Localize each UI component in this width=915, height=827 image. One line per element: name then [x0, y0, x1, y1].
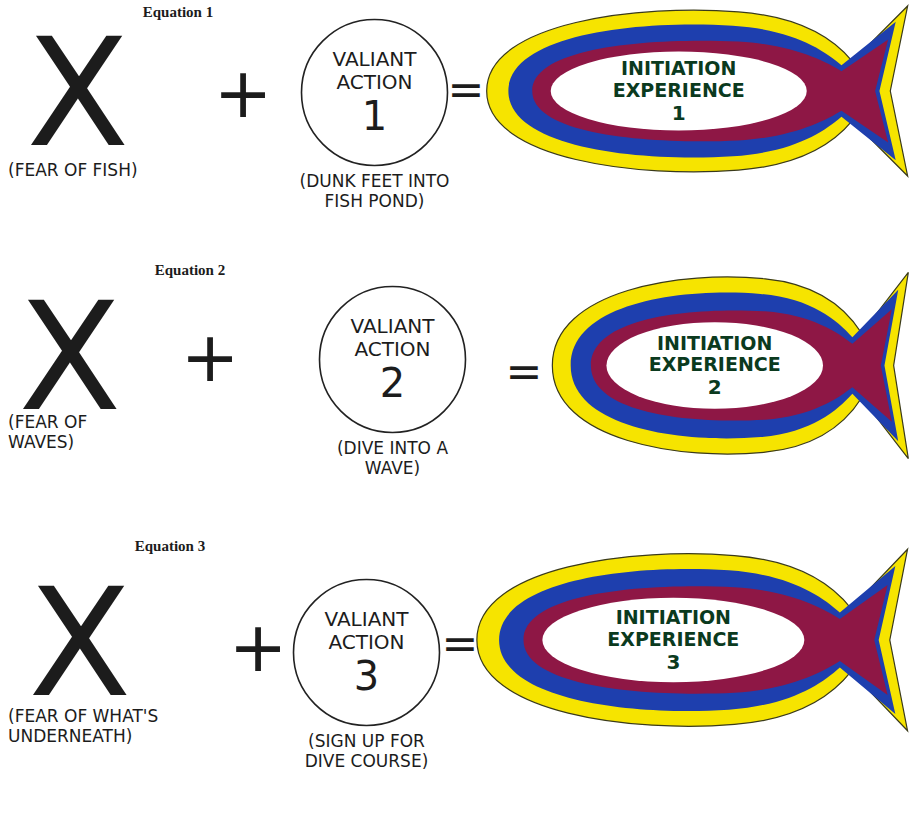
action-circle: VALIANT ACTION3(SIGN UP FOR DIVE COURSE) — [292, 578, 441, 727]
experience-heading: INITIATION EXPERIENCE — [562, 607, 784, 651]
circle-text: VALIANT ACTION3 — [317, 608, 417, 698]
fish-text: INITIATION EXPERIENCE2 — [623, 332, 807, 399]
experience-number: 1 — [570, 101, 787, 124]
equals-sign: = — [441, 622, 479, 666]
equals-sign: = — [504, 350, 544, 394]
unknown-x: X — [10, 568, 150, 718]
action-caption: (DUNK FEET INTO FISH POND) — [300, 171, 450, 212]
experience-fish: INITIATION EXPERIENCE1 — [478, 2, 912, 180]
fish-white-center — [606, 322, 823, 409]
fish-yellow-rim — [552, 272, 908, 458]
action-number: 1 — [325, 94, 425, 138]
fish-crimson-body — [524, 585, 888, 695]
experience-fish: INITIATION EXPERIENCE3 — [468, 545, 912, 735]
circle-line — [320, 287, 466, 433]
experience-number: 2 — [623, 376, 807, 399]
equation-title: Equation 2 — [130, 262, 250, 279]
experience-heading: INITIATION EXPERIENCE — [623, 332, 807, 376]
fish-text: INITIATION EXPERIENCE1 — [570, 58, 787, 125]
fish-blue-band — [508, 22, 895, 160]
equals-sign: = — [446, 68, 486, 112]
fish-white-center — [542, 598, 804, 682]
action-circle: VALIANT ACTION1(DUNK FEET INTO FISH POND… — [300, 18, 449, 167]
action-number: 3 — [317, 654, 417, 698]
fish-text: INITIATION EXPERIENCE3 — [562, 607, 784, 674]
experience-number: 3 — [562, 650, 784, 673]
circle-line — [294, 580, 440, 726]
action-heading: VALIANT ACTION — [317, 608, 417, 654]
plus-sign: + — [170, 322, 250, 392]
action-caption: (DIVE INTO A WAVE) — [318, 438, 468, 479]
circle-line — [302, 20, 448, 166]
circle-text: VALIANT ACTION2 — [343, 315, 443, 405]
fear-caption: (FEAR OF WAVES) — [8, 412, 138, 453]
equation-title: Equation 1 — [118, 4, 238, 21]
action-circle: VALIANT ACTION2(DIVE INTO A WAVE) — [318, 285, 467, 434]
circle-text: VALIANT ACTION1 — [325, 48, 425, 138]
unknown-x: X — [0, 282, 140, 432]
fear-caption: (FEAR OF FISH) — [8, 160, 138, 180]
fish-yellow-rim — [477, 549, 908, 731]
action-caption: (SIGN UP FOR DIVE COURSE) — [292, 731, 442, 772]
fish-crimson-body — [591, 309, 892, 422]
fish-blue-band — [499, 566, 895, 714]
fish-white-center — [551, 51, 807, 130]
action-heading: VALIANT ACTION — [343, 315, 443, 361]
plus-sign: + — [223, 612, 293, 682]
unknown-x: X — [8, 18, 148, 168]
fear-caption: (FEAR OF WHAT'S UNDERNEATH) — [8, 706, 168, 747]
experience-fish: INITIATION EXPERIENCE2 — [545, 268, 912, 463]
experience-heading: INITIATION EXPERIENCE — [570, 58, 787, 102]
fish-crimson-body — [532, 40, 888, 143]
fish-blue-band — [571, 290, 899, 442]
action-number: 2 — [343, 361, 443, 405]
equation-title: Equation 3 — [110, 538, 230, 555]
fish-yellow-rim — [487, 6, 908, 176]
action-heading: VALIANT ACTION — [325, 48, 425, 94]
plus-sign: + — [203, 58, 283, 128]
